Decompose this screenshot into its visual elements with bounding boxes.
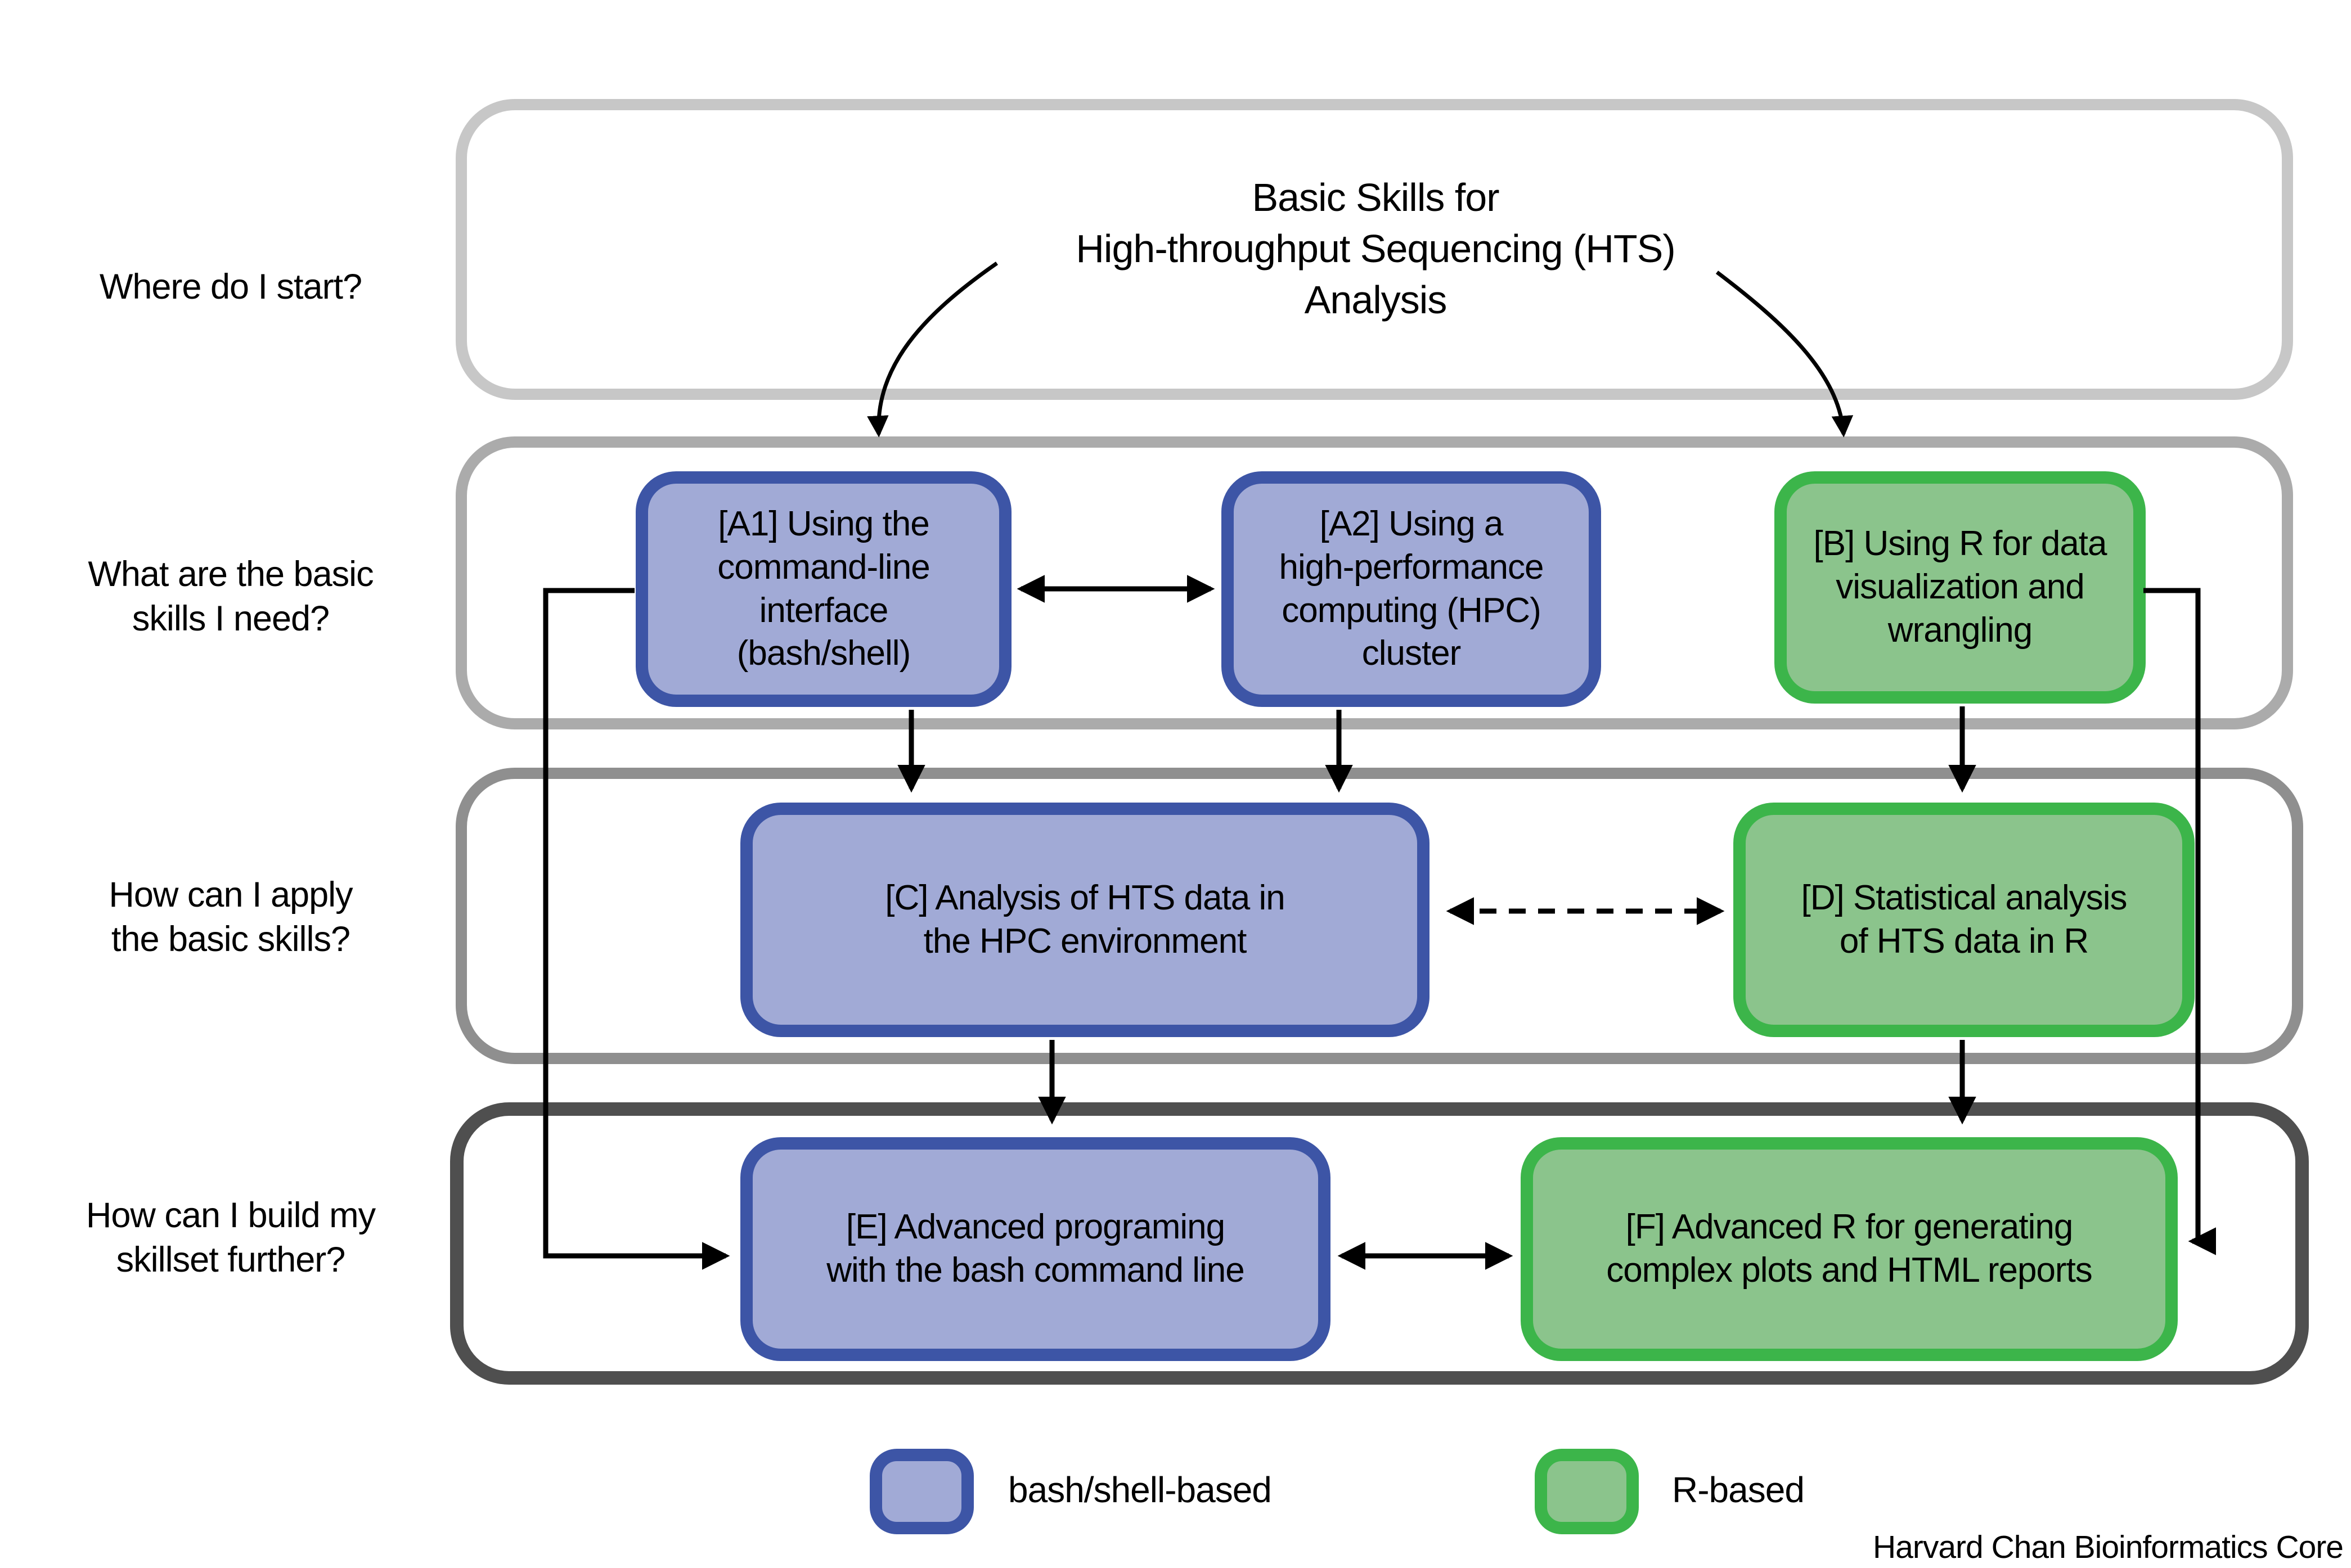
course-box-c-hts-hpc: [C] Analysis of HTS data in the HPC envi… — [740, 803, 1430, 1037]
course-box-a1-command-line: [A1] Using the command-line interface (b… — [636, 471, 1012, 707]
course-box-e-label: [E] Advanced programing with the bash co… — [826, 1207, 1245, 1290]
question-apply-skills: How can I apply the basic skills? — [109, 875, 353, 959]
course-box-a1-label: [A1] Using the command-line interface (b… — [717, 504, 930, 673]
course-box-f-advanced-r: [F] Advanced R for generating complex pl… — [1521, 1137, 2178, 1361]
question-where-do-i-start: Where do I start? — [99, 267, 362, 307]
row-band-basic-skills — [456, 436, 2293, 729]
question-basic-skills: What are the basic skills I need? — [88, 555, 374, 638]
course-box-c-label: [C] Analysis of HTS data in the HPC envi… — [885, 878, 1285, 961]
course-box-a2-hpc-cluster: [A2] Using a high-performance computing … — [1221, 471, 1601, 707]
course-box-e-advanced-bash: [E] Advanced programing with the bash co… — [740, 1137, 1330, 1361]
legend-label-r: R-based — [1672, 1470, 1805, 1510]
question-build-skillset: How can I build my skillset further? — [86, 1196, 376, 1279]
row-band-build-skillset — [450, 1102, 2309, 1385]
course-box-d-stats-in-r: [D] Statistical analysis of HTS data in … — [1733, 803, 2195, 1037]
course-box-a2-label: [A2] Using a high-performance computing … — [1279, 504, 1544, 673]
course-box-b-label: [B] Using R for data visualization and w… — [1813, 524, 2107, 650]
course-box-d-label: [D] Statistical analysis of HTS data in … — [1801, 878, 2128, 961]
legend-label-bash: bash/shell-based — [1008, 1470, 1272, 1510]
legend-swatch-r — [1535, 1449, 1639, 1534]
page-title: Basic Skills for High-throughput Sequenc… — [1076, 175, 1675, 322]
attribution-harvard-chan-bioinformatics-core: Harvard Chan Bioinformatics Core — [1873, 1529, 2344, 1565]
course-box-f-label: [F] Advanced R for generating complex pl… — [1606, 1207, 2093, 1290]
legend-swatch-bash — [870, 1449, 974, 1534]
course-box-b-r-visualization: [B] Using R for data visualization and w… — [1774, 471, 2146, 704]
